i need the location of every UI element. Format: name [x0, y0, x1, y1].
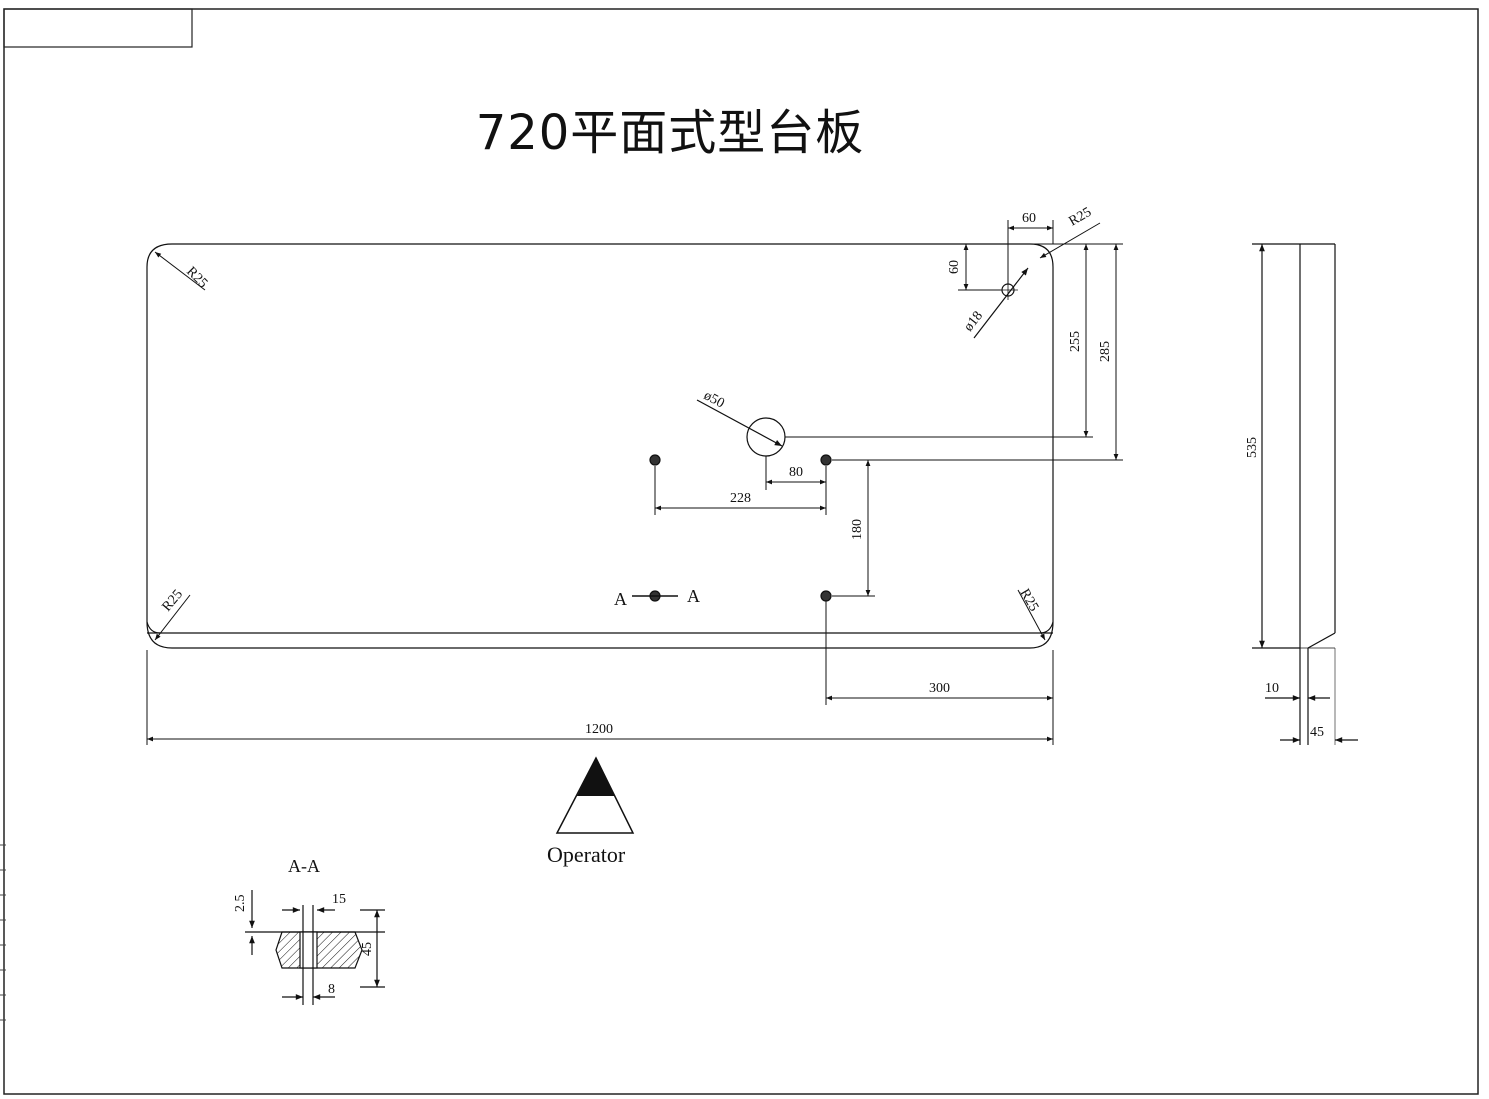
dim-255: 255	[1068, 331, 1083, 352]
section-view	[245, 890, 385, 1005]
hole-small-2	[820, 454, 832, 466]
side-view	[1252, 243, 1358, 745]
left-edge-ticks	[0, 844, 6, 1021]
title-block-cell	[3, 8, 193, 48]
front-corner-right	[1039, 621, 1054, 634]
section-dim-15: 15	[332, 892, 346, 907]
section-marker-right: A	[687, 586, 700, 606]
section-view-title: A-A	[288, 856, 320, 876]
operator-symbol	[555, 756, 635, 834]
section-dim-8: 8	[328, 982, 335, 997]
dim-285: 285	[1098, 341, 1113, 362]
dim-45-side: 45	[1310, 725, 1324, 740]
plate-outline	[146, 243, 1054, 649]
section-marker-left: A	[614, 589, 627, 609]
section-profile	[275, 931, 363, 969]
section-dim-2-5: 2.5	[233, 895, 248, 913]
hole-small-1	[649, 454, 661, 466]
hole-small-3	[820, 590, 832, 602]
dim-180: 180	[850, 519, 865, 540]
dim-dia50: ø50	[701, 388, 727, 411]
dim-r25-bottom-left: R25	[160, 587, 186, 615]
leader-dia50	[696, 399, 783, 447]
dim-535: 535	[1245, 437, 1260, 458]
plan-view	[146, 243, 1054, 649]
dim-60-vertical: 60	[947, 260, 962, 274]
sheet-border	[3, 8, 1479, 1095]
dim-10: 10	[1265, 681, 1279, 696]
holes	[649, 267, 1029, 602]
leader-dia18	[973, 267, 1029, 339]
drawing-title: 720平面式型台板	[475, 105, 865, 161]
dim-300: 300	[929, 681, 950, 696]
dimension-lines	[146, 220, 1123, 745]
dim-80: 80	[789, 465, 803, 480]
dim-dia18: ø18	[961, 309, 986, 335]
dim-r25-bottom-right: R25	[1017, 587, 1042, 615]
dim-228: 228	[730, 491, 751, 506]
section-dim-45: 45	[360, 942, 375, 956]
dim-1200: 1200	[585, 722, 613, 737]
dim-60-horizontal: 60	[1022, 211, 1036, 226]
dim-r25-top-right: R25	[1067, 205, 1095, 230]
operator-label: Operator	[547, 842, 626, 867]
front-corner-left	[146, 621, 161, 634]
dim-r25-top-left: R25	[183, 264, 210, 291]
